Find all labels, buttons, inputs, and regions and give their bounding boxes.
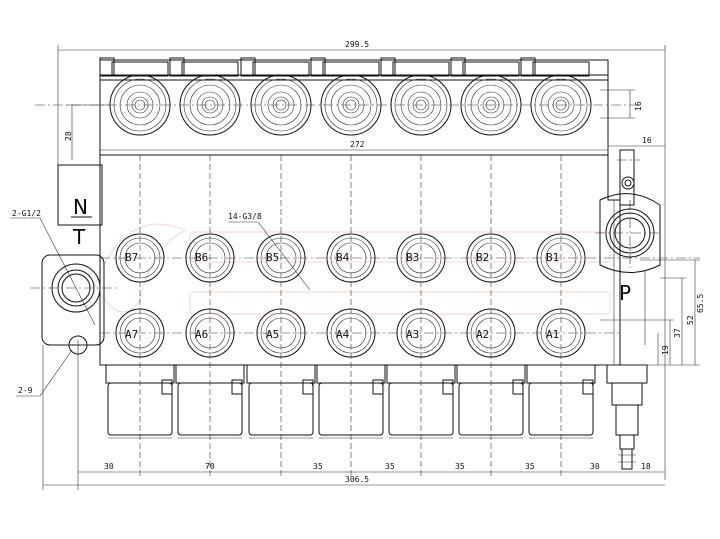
cap-block xyxy=(322,61,380,77)
dimensions: 299.5 272 16 16 28 65.5 52 37 19 30 70 xyxy=(42,40,705,490)
dim-right-19: 19 xyxy=(661,345,670,355)
spool-end-nut xyxy=(231,379,243,395)
dim-bottom-total: 306.5 xyxy=(345,475,369,484)
dim-bottom-3: 35 xyxy=(313,462,323,471)
port-label-b: B3 xyxy=(406,251,419,264)
cap-tab xyxy=(450,57,466,77)
cap-tab xyxy=(380,57,396,77)
port-label-b: B6 xyxy=(195,251,208,264)
dim-bottom-8: 18 xyxy=(641,462,651,471)
inlet-port xyxy=(30,263,120,355)
port-label-a: A3 xyxy=(406,328,419,341)
dim-right-37: 37 xyxy=(673,328,682,338)
spool-end-nut xyxy=(161,379,173,395)
spool-ends xyxy=(105,364,596,439)
section-centerlines xyxy=(35,104,700,478)
cap-block xyxy=(462,61,520,77)
cap-block xyxy=(532,61,590,77)
cap-tab xyxy=(169,57,185,77)
dim-bottom-6: 35 xyxy=(525,462,535,471)
dim-bottom-7: 30 xyxy=(590,462,600,471)
callout-holes: 2-9 xyxy=(18,386,33,395)
port-label-a: A2 xyxy=(476,328,489,341)
dim-bottom-2: 70 xyxy=(205,462,215,471)
spool-end-nut xyxy=(372,379,384,395)
cap-tab xyxy=(310,57,326,77)
callout-ports: 14-G3/8 xyxy=(228,212,262,221)
cap-tab xyxy=(99,57,115,77)
dim-right-52: 52 xyxy=(686,315,695,325)
cap-block xyxy=(392,61,450,77)
port-label-a: A5 xyxy=(266,328,279,341)
port-label-b: B1 xyxy=(546,251,559,264)
dim-right-65: 65.5 xyxy=(696,294,705,313)
dim-body-width: 272 xyxy=(350,140,365,149)
spool-end-nut xyxy=(302,379,314,395)
dim-right-top: 16 xyxy=(642,136,652,145)
callout-inlet: 2-G1/2 xyxy=(12,209,41,218)
relief-valve xyxy=(606,364,648,470)
port-label-b: B4 xyxy=(336,251,350,264)
label-n: N xyxy=(73,195,88,219)
spool-end-nut xyxy=(442,379,454,395)
pressure-port xyxy=(595,200,660,268)
label-p: P xyxy=(619,281,631,305)
port-label-b: B5 xyxy=(266,251,279,264)
spool-end-nut xyxy=(512,379,524,395)
cap-block xyxy=(181,61,239,77)
cap-tab xyxy=(520,57,536,77)
spool-end-nut xyxy=(582,379,594,395)
cap-block xyxy=(111,61,169,77)
spool-ring xyxy=(254,78,308,132)
label-t: T xyxy=(72,225,86,249)
watermark-logo xyxy=(94,223,611,315)
port-label-a: A4 xyxy=(336,328,350,341)
dim-left-height: 28 xyxy=(64,131,73,141)
dim-bottom-4: 35 xyxy=(385,462,395,471)
port-label-b: B7 xyxy=(125,251,138,264)
callouts: 2-G1/2 14-G3/8 2-9 xyxy=(10,209,311,397)
port-label-b: B2 xyxy=(476,251,489,264)
cap-block xyxy=(252,61,310,77)
port-label-a: A1 xyxy=(546,328,559,341)
dim-bottom-5: 35 xyxy=(455,462,465,471)
dim-bottom-1: 30 xyxy=(104,462,114,471)
dim-spool-diameter: 16 xyxy=(634,101,643,111)
cap-tab xyxy=(240,57,256,77)
dim-overall-width: 299.5 xyxy=(345,40,369,49)
port-label-a: A7 xyxy=(125,328,138,341)
port-label-a: A6 xyxy=(195,328,208,341)
